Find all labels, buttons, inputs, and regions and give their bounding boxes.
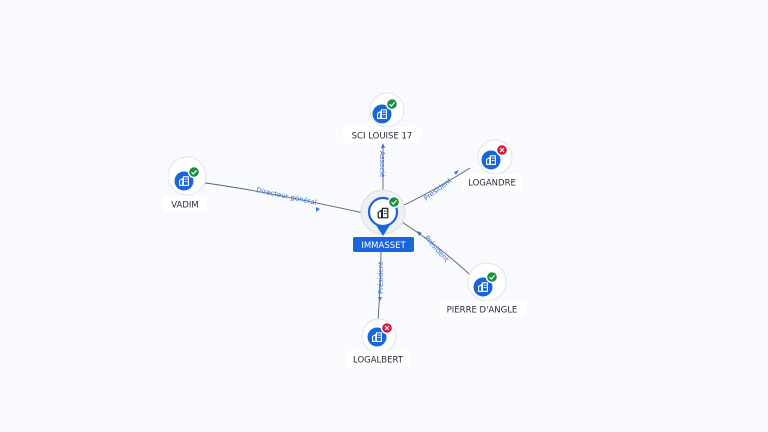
active-status-icon (387, 195, 401, 209)
building-icon-dark (377, 207, 389, 219)
inactive-status-icon (495, 143, 509, 157)
edges-layer: Associé Président Directeur général Prés… (197, 143, 483, 335)
node-logandre[interactable]: LOGANDRE (462, 139, 522, 190)
inactive-status-icon (380, 321, 394, 335)
active-status-icon (187, 165, 201, 179)
center-node-label: IMMASSET (361, 241, 406, 251)
node-vadim[interactable]: VADIM (163, 156, 207, 212)
node-sci-louise-17[interactable]: SCI LOUISE 17 (343, 92, 421, 143)
edge-label-logalbert: Président (377, 261, 385, 294)
edge-label-vadim: Directeur général (256, 186, 318, 207)
pin-pointer (376, 225, 390, 236)
edge-label-pierre-dangle: Président (423, 234, 451, 264)
node-logalbert[interactable]: LOGALBERT (345, 318, 411, 367)
edge-sci-louise-17: Associé (378, 143, 386, 196)
node-label-pierre-dangle: PIERRE D'ANGLE (447, 306, 518, 316)
node-label-logalbert: LOGALBERT (353, 356, 404, 366)
node-pierre-dangle[interactable]: PIERRE D'ANGLE (440, 262, 525, 317)
active-status-icon (385, 97, 399, 111)
edge-label-logandre: Président (422, 176, 453, 202)
node-label-sci-louise-17: SCI LOUISE 17 (352, 132, 413, 142)
edge-label-sci-louise-17: Associé (378, 151, 386, 177)
node-label-logandre: LOGANDRE (468, 179, 516, 189)
node-label-vadim: VADIM (171, 201, 198, 211)
edge-vadim: Directeur général (197, 181, 369, 215)
active-status-icon (485, 270, 499, 284)
edge-logandre: Président (395, 167, 471, 210)
center-node-immasset[interactable]: IMMASSET (353, 189, 414, 252)
